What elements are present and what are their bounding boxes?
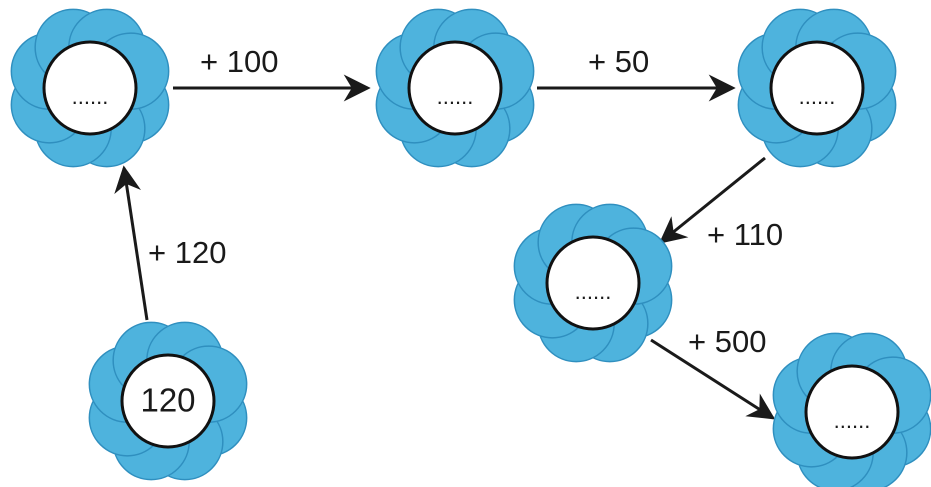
flower-f2: ......	[375, 8, 535, 168]
arrow-f3-to-f4	[658, 156, 766, 244]
arrow-label-f4-to-f5: + 500	[688, 324, 766, 359]
arrow-start-to-f1	[114, 165, 149, 321]
answer-blank: ......	[575, 279, 612, 304]
arrow-label-f1-to-f2: + 100	[200, 44, 278, 79]
flower-center	[769, 40, 865, 136]
arrow-label-f3-to-f4: + 110	[707, 217, 783, 252]
arrow-label-f2-to-f3: + 50	[588, 44, 649, 79]
flower-center	[804, 364, 900, 460]
labels-layer: + 120 + 100 + 50 + 110 + 500	[148, 44, 783, 359]
answer-blank: ......	[799, 84, 836, 109]
flower-f1: ......	[10, 8, 170, 168]
answer-blank: ......	[834, 408, 871, 433]
flower-f3: ......	[737, 8, 897, 168]
arrow-label-start-to-f1: + 120	[148, 235, 226, 270]
flowers-layer: 120..............................	[10, 8, 931, 487]
flower-f5: ......	[772, 332, 931, 487]
flower-center	[407, 40, 503, 136]
flower-center	[545, 235, 641, 331]
flower-f4: ......	[513, 203, 673, 363]
answer-blank: ......	[72, 84, 109, 109]
flower-start: 120	[88, 321, 248, 481]
arrow-f4-to-f5	[650, 338, 776, 420]
answer-blank: ......	[437, 84, 474, 109]
start-value: 120	[140, 382, 195, 419]
arrows-layer	[114, 74, 776, 420]
flower-center	[120, 353, 216, 449]
flower-center	[42, 40, 138, 136]
